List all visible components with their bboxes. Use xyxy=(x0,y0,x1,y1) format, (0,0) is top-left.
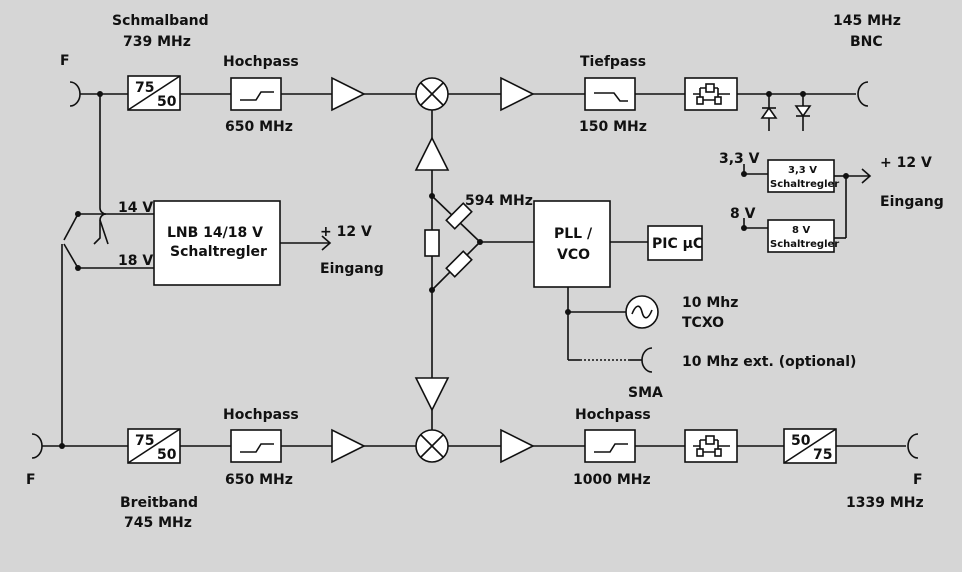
lo-section xyxy=(414,110,703,430)
amplifier-top-2 xyxy=(500,76,535,112)
hp-top-freq: 650 MHz xyxy=(225,119,293,135)
sma-connector xyxy=(641,347,653,373)
lp-freq: 150 MHz xyxy=(579,119,647,135)
out-top-freq: 145 MHz xyxy=(833,13,901,29)
reg33-line2: Schaltregler xyxy=(770,179,839,190)
narrowband-freq: 739 MHz xyxy=(123,34,191,50)
highpass-filter-top xyxy=(230,77,282,111)
f-label-bottom-right: F xyxy=(913,472,923,488)
lo-amplifier-top xyxy=(414,136,450,171)
bnc-connector-top-right xyxy=(857,81,869,107)
impedance-transformer-bottom-2: 50 75 xyxy=(783,428,837,464)
pll-line1: PLL / xyxy=(554,226,593,242)
regulator-3v3 xyxy=(767,159,835,193)
amplifier-bottom-2 xyxy=(500,428,535,464)
out-bot-freq: 1339 MHz xyxy=(846,495,924,511)
protection-diode-1 xyxy=(760,94,778,131)
hp-bot2-title: Hochpass xyxy=(575,407,651,423)
lo-amplifier-bottom xyxy=(414,377,450,412)
impedance-transformer-top: 75 50 xyxy=(127,75,181,111)
pll-vco-block xyxy=(533,200,611,288)
wideband-freq: 745 MHz xyxy=(124,515,192,531)
hp-bot1-title: Hochpass xyxy=(223,407,299,423)
lnb-line2: Schaltregler xyxy=(170,244,267,260)
lnb-in-v: + 12 V xyxy=(320,224,372,240)
hp-bot2-freq: 1000 MHz xyxy=(573,472,651,488)
reg33-line1: 3,3 V xyxy=(788,165,817,176)
pic-microcontroller xyxy=(647,225,703,261)
attenuator-network-top xyxy=(684,77,738,111)
tcxo-freq: 10 Mhz xyxy=(682,295,738,311)
lp-title: Tiefpass xyxy=(580,54,646,70)
amplifier-top-1 xyxy=(331,76,366,112)
mixer-top xyxy=(415,77,449,111)
sma-label: SMA xyxy=(628,385,663,401)
f-connector-top-left xyxy=(69,81,81,107)
power-regulators xyxy=(741,159,872,253)
pll-line2: VCO xyxy=(557,247,590,263)
f-connector-bottom-left xyxy=(31,433,43,459)
reg8-line1: 8 V xyxy=(792,225,810,236)
highpass-filter-bottom-1 xyxy=(230,429,282,463)
hp-bot1-freq: 650 MHz xyxy=(225,472,293,488)
narrowband-name: Schmalband xyxy=(112,13,209,29)
attenuator-network-bottom xyxy=(684,429,738,463)
ratio-bot1-a: 75 xyxy=(135,433,154,449)
f-connector-bottom-right xyxy=(907,433,919,459)
bottom-signal-path: 75 50 xyxy=(31,428,919,464)
reg8-line2: Schaltregler xyxy=(770,239,839,250)
hp-top-title: Hochpass xyxy=(223,54,299,70)
ratio-top-a: 75 xyxy=(135,80,154,96)
v18-label: 18 V xyxy=(118,253,153,269)
pwr-in-v: + 12 V xyxy=(880,155,932,171)
lnb-in-label: Eingang xyxy=(320,261,384,277)
protection-diode-2 xyxy=(794,94,812,131)
lowpass-filter-top xyxy=(584,77,636,111)
pwr-in-label: Eingang xyxy=(880,194,944,210)
lo-freq: 594 MHz xyxy=(465,193,533,209)
splitter-resistor-1 xyxy=(445,202,473,230)
wideband-name: Breitband xyxy=(120,495,198,511)
v33-label: 3,3 V xyxy=(719,151,760,167)
ratio-top-b: 50 xyxy=(157,94,177,110)
highpass-filter-bottom-2 xyxy=(584,429,636,463)
splitter-resistor-2 xyxy=(445,250,473,278)
top-signal-path: 75 50 xyxy=(69,75,869,131)
lnb-switching-regulator xyxy=(153,200,281,286)
v8-label: 8 V xyxy=(730,206,756,222)
splitter-resistor-3 xyxy=(424,229,440,257)
ext-ref-label: 10 Mhz ext. (optional) xyxy=(682,354,856,370)
v14-label: 14 V xyxy=(118,200,153,216)
impedance-transformer-bottom-1: 75 50 xyxy=(127,428,181,464)
ratio-bot2-a: 50 xyxy=(791,433,811,449)
ratio-bot1-b: 50 xyxy=(157,447,177,463)
f-label-bottom-left: F xyxy=(26,472,36,488)
pic-label: PIC µC xyxy=(652,236,703,252)
f-label-top: F xyxy=(60,53,70,69)
lnb-supply-section xyxy=(61,94,332,446)
lnb-line1: LNB 14/18 V xyxy=(167,225,263,241)
out-top-conn: BNC xyxy=(850,34,883,50)
mixer-bottom xyxy=(415,429,449,463)
tcxo-name: TCXO xyxy=(682,315,724,331)
amplifier-bottom-1 xyxy=(331,428,366,464)
ratio-bot2-b: 75 xyxy=(813,447,832,463)
regulator-8v xyxy=(767,219,835,253)
